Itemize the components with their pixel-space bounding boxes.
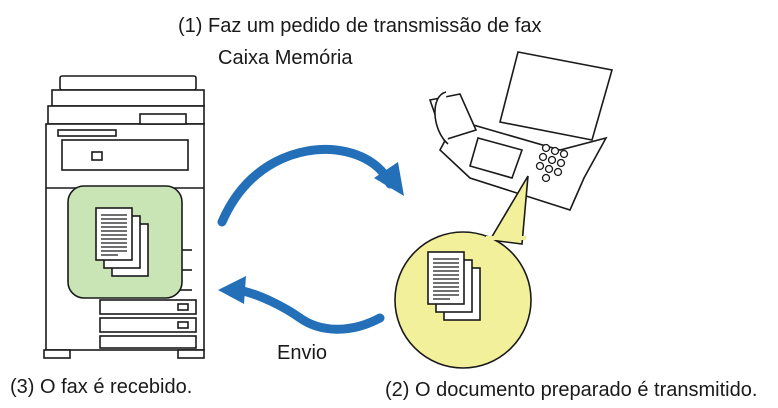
fax-keypad <box>535 143 569 183</box>
documents-icon <box>95 207 149 277</box>
mfp-printer <box>43 75 205 359</box>
transmitted-label: (2) O documento preparado é transmitido. <box>385 379 758 401</box>
send-label: Envio <box>277 342 328 364</box>
request-label: (1) Faz um pedido de transmissão de fax <box>178 15 542 37</box>
memory-box-label: Caixa Memória <box>218 47 353 69</box>
documents-icon <box>427 251 481 321</box>
fax-machine <box>428 51 614 211</box>
received-label: (3) O fax é recebido. <box>10 376 193 398</box>
callout-pointer <box>488 175 529 245</box>
request-arrow <box>217 144 404 227</box>
send-arrow <box>218 276 385 334</box>
